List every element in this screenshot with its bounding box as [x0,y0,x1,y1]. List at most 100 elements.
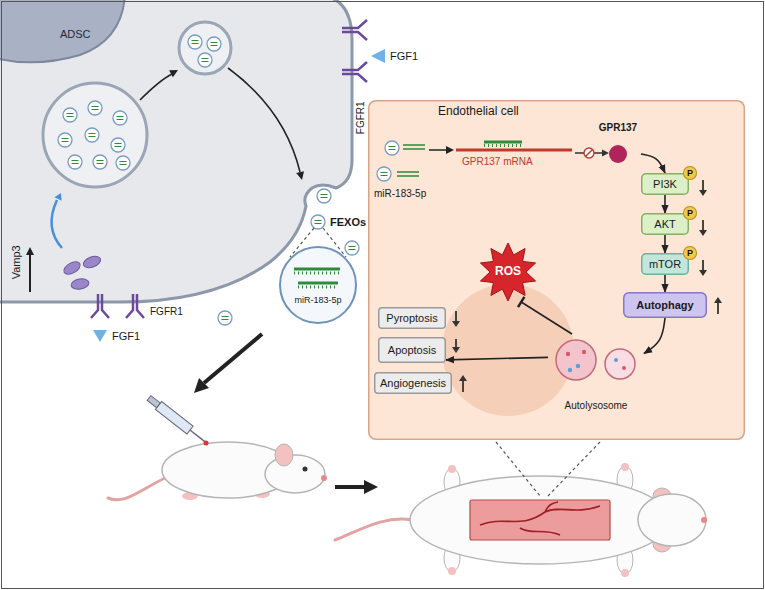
node-text: Pyroptosis [386,312,437,325]
pathway-box: AKT [641,213,689,235]
block-symbol [586,150,593,157]
vesicle [68,155,82,169]
vamp3-protein [82,254,102,270]
ligand-label: FGF1 [390,50,418,63]
arrow-connector [446,357,548,359]
wound-area [470,500,610,540]
multivesicular-body [43,83,147,187]
exosome [345,241,359,255]
fgfr1-receptor [126,294,144,318]
mouse-head [265,455,325,493]
phospho-mark: P [683,206,697,220]
exosome-zoom-art [278,245,358,325]
mouse-tail [335,519,412,540]
endosome [179,22,231,74]
mrna-label: GPR137 mRNA [462,156,533,168]
inhibit-connector [521,302,572,334]
mirna-strand [403,145,425,149]
phospho-mark: P [683,246,697,260]
decrease-arrow [702,180,704,191]
node-text: ADSC [60,28,91,41]
node-text: PI3K [653,178,677,191]
arrow-head [452,347,460,353]
mouse-head [638,494,706,546]
mouse-wound [335,463,707,577]
arrow-head [714,297,722,303]
fgfr1-receptor [342,20,367,40]
transport-arrow [140,74,172,100]
cargo-dot [622,366,626,370]
mirna-strand [484,141,522,144]
exosome [218,311,232,325]
arrow-head [26,247,34,255]
vesicle [198,53,212,67]
decrease-arrow [455,311,457,322]
arrow-head [169,70,178,77]
syringe-plunger [147,396,160,408]
increase-arrow [29,255,31,292]
vesicle [207,37,221,51]
binding-arrow [429,149,447,151]
mirna-strand [397,172,419,176]
cargo-dot [576,364,580,368]
vesicle [58,133,72,147]
exosome-label: FEXOs [330,216,366,229]
arrow-connector [641,154,665,173]
mouse-body [410,476,670,564]
mouse-nose [701,517,707,523]
base-pairs [294,273,340,287]
node-text: miR-183-5p [294,295,341,305]
mouse-ear [275,444,293,466]
mouse-paw [621,463,629,471]
exosome [385,141,399,155]
pathway-box: mTOR [641,253,689,275]
outcome-box: Pyroptosis [378,307,446,329]
node-text: Angiogenesis [380,377,446,390]
ligand-label: FGF1 [112,330,140,343]
endothelial-cell: Endothelial cell GPR137PI3KAKTmTORAutoph… [368,100,745,440]
arrow-head [459,375,467,381]
organelle-node: Autolysosome [548,334,644,412]
mrna-strand [456,149,572,152]
mouse-paw [448,567,456,575]
syringe-needle [190,430,206,442]
cargo-dot [582,350,586,354]
arrow-head [194,378,209,393]
mouse-tail [108,478,165,500]
increase-arrow [717,303,719,314]
arrow-connector [644,318,665,354]
outcome-box: Apoptosis [378,337,446,363]
vesicle [116,156,130,170]
fgfr1-receptor [91,294,109,318]
node-text: Autophagy [636,299,693,312]
arrow-connector [664,195,666,213]
base-pairs [484,144,522,147]
cargo-dot [568,368,572,372]
arrow-head [699,190,707,196]
mouse-paw [448,465,456,473]
blood-vessel [480,502,600,535]
vesicle [113,111,127,125]
arrow-head [364,480,378,494]
lysosome-body [605,349,635,379]
mouse-eye [303,467,308,472]
cell-nucleus [442,284,574,416]
step-arrow [335,485,365,489]
protein-node: GPR137 [595,122,641,164]
phospho-mark: P [683,166,697,180]
zoom-line [496,442,600,496]
adsc-cell-shape [0,0,420,360]
receptor-label: FGFR1 [150,306,183,318]
arrow-head [699,230,707,236]
cargo-dot [566,352,570,356]
process-box: Autophagy [623,292,707,318]
vesicle [93,155,107,169]
lysosome-body [556,340,596,380]
node-text: mTOR [649,258,681,271]
vesicle [63,108,77,122]
injection-arrow [204,334,262,383]
block-symbol [584,148,594,158]
cell-nucleus [0,0,125,62]
vamp3-protein [62,259,83,277]
decrease-arrow [702,260,704,271]
